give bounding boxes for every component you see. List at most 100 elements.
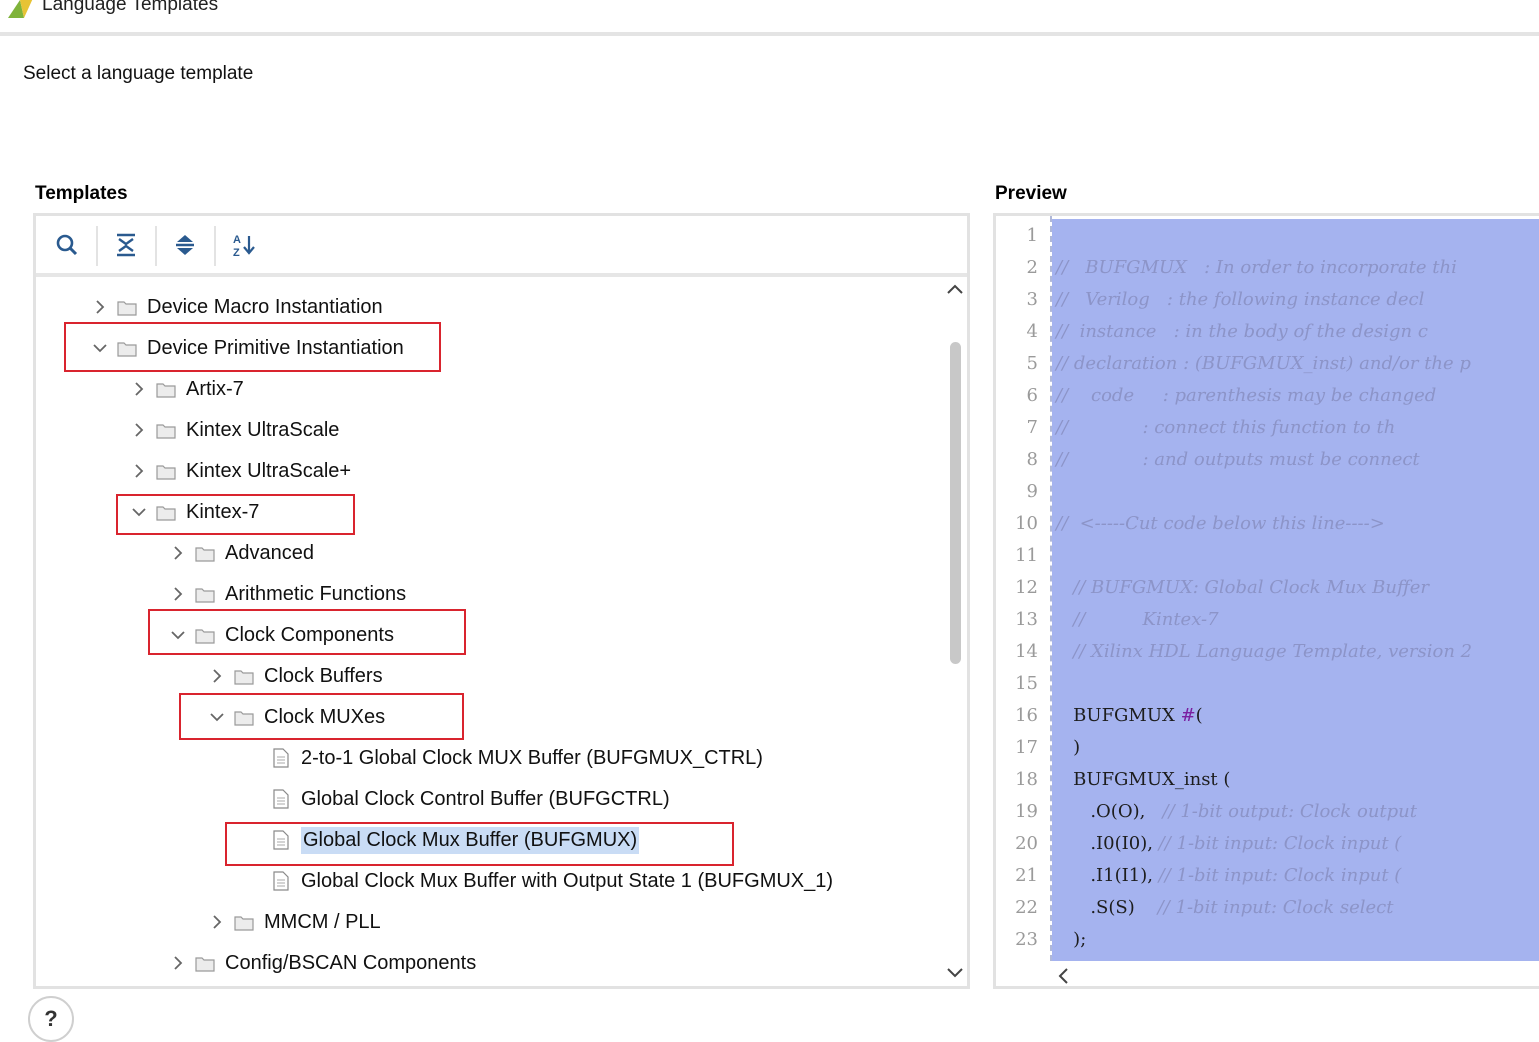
tree-item-clock-buffers[interactable]: Clock Buffers [208, 657, 383, 695]
preview-horizontal-scrollbar[interactable] [1052, 961, 1539, 986]
tree-item-bufgmux-ctrl[interactable]: 2-to-1 Global Clock MUX Buffer (BUFGMUX_… [247, 739, 763, 777]
line-number: 8 [1026, 449, 1038, 470]
chevron-right-icon[interactable] [208, 913, 226, 931]
tree-item-label: Config/BSCAN Components [225, 951, 477, 974]
line-number: 13 [1015, 609, 1038, 630]
tree-item-clock-components[interactable]: Clock Components [169, 616, 394, 654]
code-preview[interactable]: // BUFGMUX : In order to incorporate thi… [1052, 219, 1539, 961]
chevron-right-icon[interactable] [130, 380, 148, 398]
help-button[interactable]: ? [28, 996, 74, 1042]
tree-item-bufgctrl[interactable]: Global Clock Control Buffer (BUFGCTRL) [247, 780, 670, 818]
line-number: 2 [1026, 257, 1038, 278]
chevron-right-icon[interactable] [169, 954, 187, 972]
line-number: 3 [1026, 289, 1038, 310]
line-number-gutter: 1 2 3 4 5 6 7 8 9 10 11 12 13 14 15 16 1… [996, 216, 1052, 961]
scroll-up-icon[interactable] [946, 283, 964, 295]
folder-open-icon [156, 504, 176, 521]
folder-icon [156, 422, 176, 439]
folder-icon [234, 668, 254, 685]
toolbar-separator [155, 226, 157, 266]
tree-item-label: Device Macro Instantiation [147, 295, 383, 318]
tree-item-label: 2-to-1 Global Clock MUX Buffer (BUFGMUX_… [301, 746, 763, 769]
tree-item-label: Global Clock Control Buffer (BUFGCTRL) [301, 787, 670, 810]
code-line: // Kintex-7 [1073, 609, 1219, 630]
folder-icon [156, 463, 176, 480]
code-line: ); [1056, 929, 1087, 950]
code-line: // : connect this function to th [1056, 417, 1396, 438]
line-number: 9 [1026, 481, 1038, 502]
expand-all-button[interactable] [168, 228, 202, 262]
tree-item-advanced[interactable]: Advanced [169, 534, 314, 572]
chevron-down-icon[interactable] [130, 503, 148, 521]
tree-vertical-scrollbar[interactable] [942, 277, 967, 986]
tree-item-arithmetic-functions[interactable]: Arithmetic Functions [169, 575, 406, 613]
line-number: 1 [1026, 225, 1038, 246]
code-line: // declaration : (BUFGMUX_inst) and/or t… [1056, 353, 1471, 374]
tree-item-kintex-ultrascale[interactable]: Kintex UltraScale [130, 411, 339, 449]
tree-item-label: Artix-7 [186, 377, 244, 400]
tree-item-label: Global Clock Mux Buffer (BUFGMUX) [301, 826, 640, 854]
tree-item-device-macro-instantiation[interactable]: Device Macro Instantiation [91, 288, 383, 326]
sort-button[interactable]: A Z [227, 228, 261, 262]
templates-label: Templates [35, 183, 128, 204]
tree-item-label: Device Primitive Instantiation [147, 336, 404, 359]
templates-toolbar: A Z [36, 216, 967, 277]
line-number: 5 [1026, 353, 1038, 374]
scroll-left-icon[interactable] [1056, 967, 1070, 985]
scroll-down-icon[interactable] [946, 967, 964, 979]
line-number: 7 [1026, 417, 1038, 438]
title-bar: Language Templates [0, 0, 1539, 36]
line-number: 16 [1015, 705, 1038, 726]
tree-item-config-bscan-components[interactable]: Config/BSCAN Components [169, 944, 476, 982]
line-number: 20 [1015, 833, 1038, 854]
chevron-right-icon[interactable] [130, 421, 148, 439]
code-line: // BUFGMUX : In order to incorporate thi [1056, 257, 1457, 278]
tree-item-artix-7[interactable]: Artix-7 [130, 370, 244, 408]
code-line: .I1(I1), // 1-bit input: Clock input ( [1056, 865, 1402, 886]
tree-item-device-primitive-instantiation[interactable]: Device Primitive Instantiation [91, 329, 404, 367]
chevron-right-icon[interactable] [208, 667, 226, 685]
folder-open-icon [117, 340, 137, 357]
toolbar-separator [214, 226, 216, 266]
tree-item-clock-muxes[interactable]: Clock MUXes [208, 698, 385, 736]
templates-panel: A Z Device Macro Instantiation Device Pr… [33, 213, 970, 989]
tree-item-bufgmux-1[interactable]: Global Clock Mux Buffer with Output Stat… [247, 862, 833, 900]
code-line: // BUFGMUX: Global Clock Mux Buffer [1073, 577, 1429, 598]
chevron-right-icon[interactable] [169, 544, 187, 562]
tree-item-label: Kintex UltraScale [186, 418, 340, 441]
tree-item-bufgmux[interactable]: Global Clock Mux Buffer (BUFGMUX) [247, 821, 640, 859]
tree-item-kintex-7[interactable]: Kintex-7 [130, 493, 259, 531]
line-number: 21 [1015, 865, 1038, 886]
templates-tree: Device Macro Instantiation Device Primit… [36, 277, 942, 986]
line-number: 22 [1015, 897, 1038, 918]
chevron-right-icon[interactable] [130, 462, 148, 480]
code-line: // <-----Cut code below this line----> [1056, 513, 1385, 534]
tree-item-label: Clock Buffers [264, 664, 383, 687]
chevron-down-icon[interactable] [208, 708, 226, 726]
tree-item-kintex-ultrascale-plus[interactable]: Kintex UltraScale+ [130, 452, 351, 490]
collapse-all-button[interactable] [109, 228, 143, 262]
code-line: BUFGMUX #( [1056, 705, 1203, 726]
tree-item-mmcm-pll[interactable]: MMCM / PLL [208, 903, 381, 941]
code-line: .I0(I0), // 1-bit input: Clock input ( [1056, 833, 1402, 854]
svg-text:Z: Z [233, 247, 240, 258]
chevron-down-icon[interactable] [169, 626, 187, 644]
scrollbar-thumb[interactable] [950, 342, 961, 664]
tree-item-label: Global Clock Mux Buffer with Output Stat… [301, 869, 834, 892]
tree-item-label: Arithmetic Functions [225, 582, 407, 605]
tree-item-label: MMCM / PLL [264, 910, 381, 933]
chevron-right-icon[interactable] [91, 298, 109, 316]
window-title: Language Templates [42, 0, 219, 15]
folder-icon [234, 914, 254, 931]
code-line: // instance : in the body of the design … [1056, 321, 1428, 342]
chevron-right-icon[interactable] [169, 585, 187, 603]
tree-item-label: Kintex-7 [186, 500, 260, 523]
line-number: 15 [1015, 673, 1038, 694]
folder-open-icon [195, 627, 215, 644]
chevron-down-icon[interactable] [91, 339, 109, 357]
code-line: // Verilog : the following instance decl [1056, 289, 1425, 310]
preview-label: Preview [995, 183, 1067, 204]
collapse-all-icon [117, 233, 135, 257]
search-button[interactable] [50, 228, 84, 262]
line-number: 18 [1015, 769, 1038, 790]
